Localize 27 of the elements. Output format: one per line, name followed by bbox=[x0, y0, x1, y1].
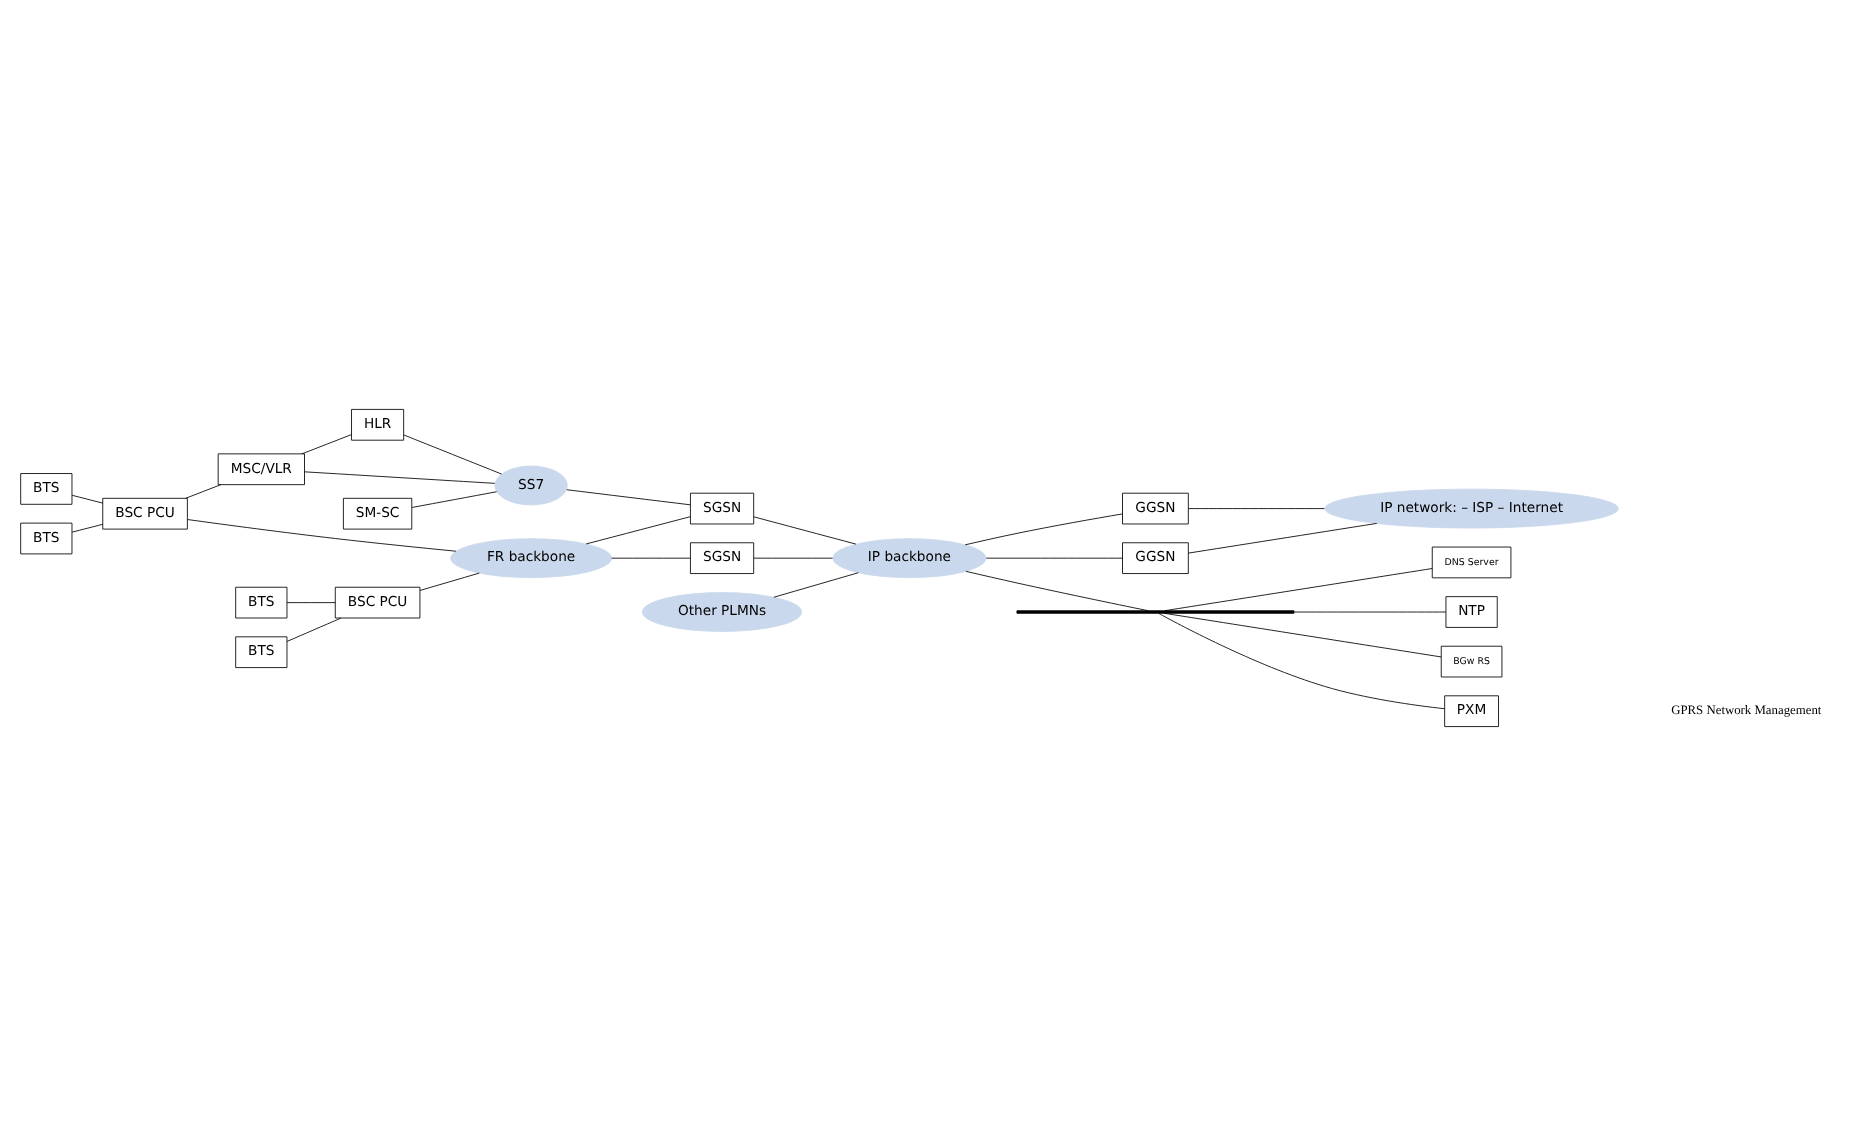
connector bbox=[71, 494, 104, 504]
connector bbox=[965, 570, 1149, 612]
connector bbox=[286, 602, 336, 604]
connector bbox=[1158, 613, 1445, 710]
connector bbox=[301, 434, 352, 455]
connector bbox=[985, 557, 1123, 559]
connector bbox=[419, 572, 480, 591]
connector bbox=[286, 617, 342, 642]
node-bar bbox=[1016, 610, 1295, 614]
connector bbox=[773, 572, 859, 598]
connector bbox=[964, 513, 1123, 546]
connector bbox=[753, 557, 833, 559]
connector bbox=[304, 471, 496, 484]
connector bbox=[1293, 611, 1447, 613]
connector bbox=[1164, 568, 1433, 612]
connector bbox=[585, 516, 691, 545]
connector bbox=[1188, 523, 1378, 554]
connector bbox=[611, 557, 691, 559]
connector bbox=[753, 516, 857, 545]
connector bbox=[1188, 508, 1325, 509]
connector bbox=[1164, 612, 1442, 658]
connector bbox=[185, 484, 222, 499]
connector bbox=[187, 519, 457, 552]
connector bbox=[403, 434, 503, 475]
connector bbox=[71, 523, 104, 533]
connector bbox=[566, 489, 691, 506]
connector bbox=[411, 491, 498, 508]
